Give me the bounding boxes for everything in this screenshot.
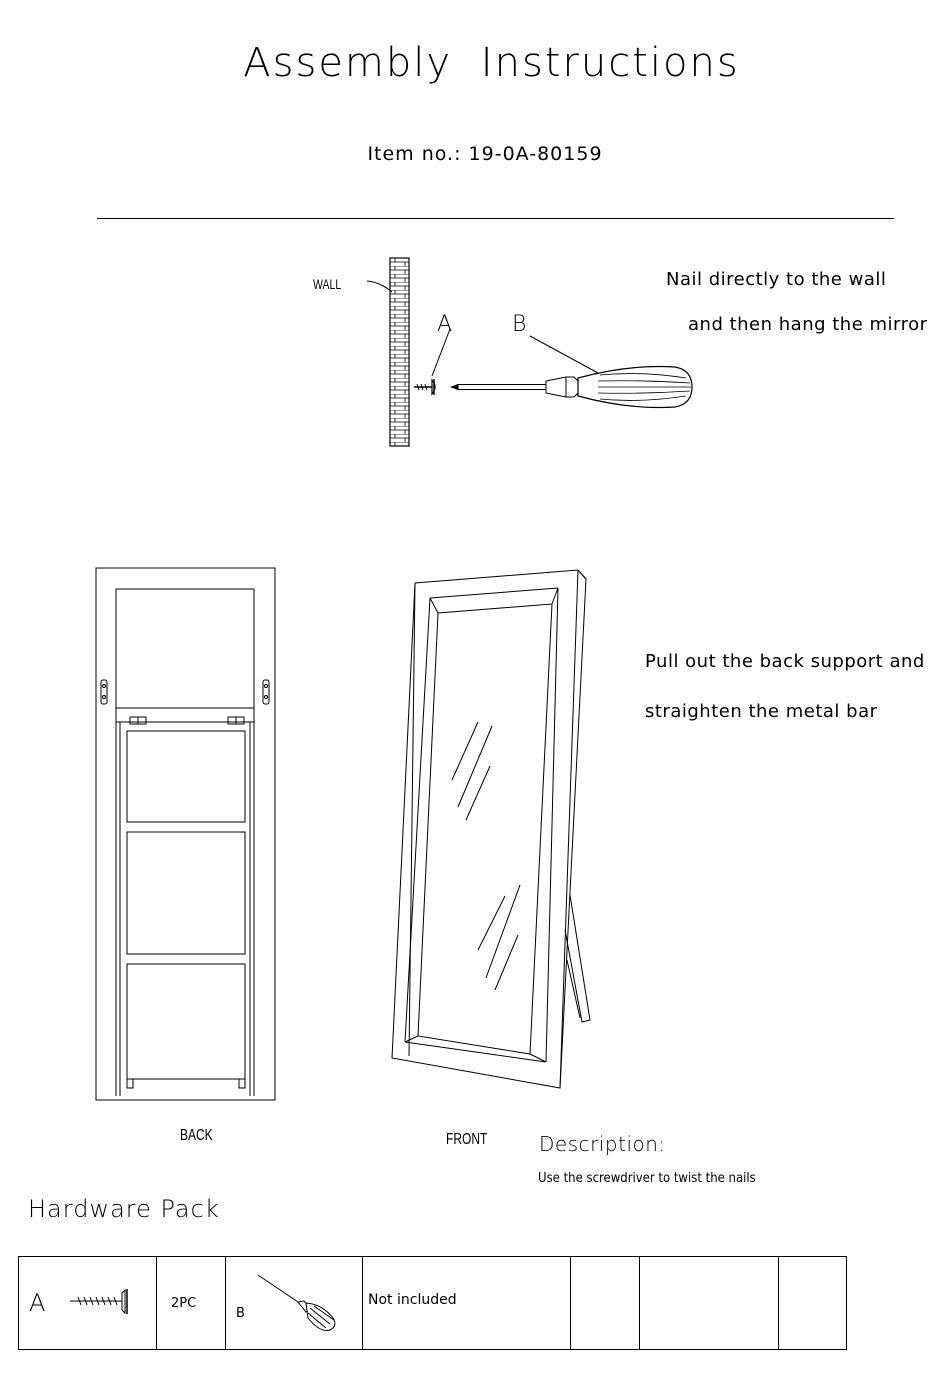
instruction-support-line2: straighten the metal bar <box>645 701 878 722</box>
hardware-cell-b: B <box>225 1256 363 1350</box>
mirror-back-view <box>95 567 276 1101</box>
hardware-cell-empty-3 <box>778 1256 847 1350</box>
label-b: B <box>512 312 527 337</box>
instruction-support-line1: Pull out the back support and <box>645 651 925 672</box>
front-view-label: FRONT <box>446 1131 488 1148</box>
hardware-letter-b: B <box>236 1306 245 1321</box>
back-view-label: BACK <box>180 1127 213 1144</box>
item-number: Item no.: 19-0A-80159 <box>367 143 603 165</box>
wall-label: WALL <box>313 276 342 292</box>
label-a: A <box>437 312 453 337</box>
instruction-nail-line2: and then hang the mirror <box>688 314 928 335</box>
nail-a-icon <box>414 328 451 396</box>
header-divider <box>97 218 894 219</box>
hardware-cell-empty-1 <box>570 1256 640 1350</box>
hardware-letter-a: A <box>29 1289 46 1317</box>
hardware-cell-qty: 2PC <box>156 1256 226 1350</box>
hardware-note-b: Not included <box>368 1292 457 1308</box>
hardware-qty-a: 2PC <box>171 1296 197 1311</box>
hardware-cell-empty-2 <box>639 1256 779 1350</box>
hardware-heading: Hardware Pack <box>28 1195 220 1223</box>
table-row: A 2PC B Not included <box>18 1256 847 1350</box>
mirror-front-view <box>391 569 591 1089</box>
page-title: Assembly Instructions <box>243 40 740 86</box>
instruction-nail-line1: Nail directly to the wall <box>666 269 887 290</box>
hardware-cell-note: Not included <box>362 1256 571 1350</box>
description-heading: Description: <box>539 1132 666 1156</box>
wall-illustration <box>366 257 410 447</box>
description-text: Use the screwdriver to twist the nails <box>538 1171 756 1186</box>
screwdriver-b-icon <box>450 335 693 409</box>
hardware-table: A 2PC B Not included <box>18 1256 847 1350</box>
hardware-cell-a: A <box>18 1256 157 1350</box>
